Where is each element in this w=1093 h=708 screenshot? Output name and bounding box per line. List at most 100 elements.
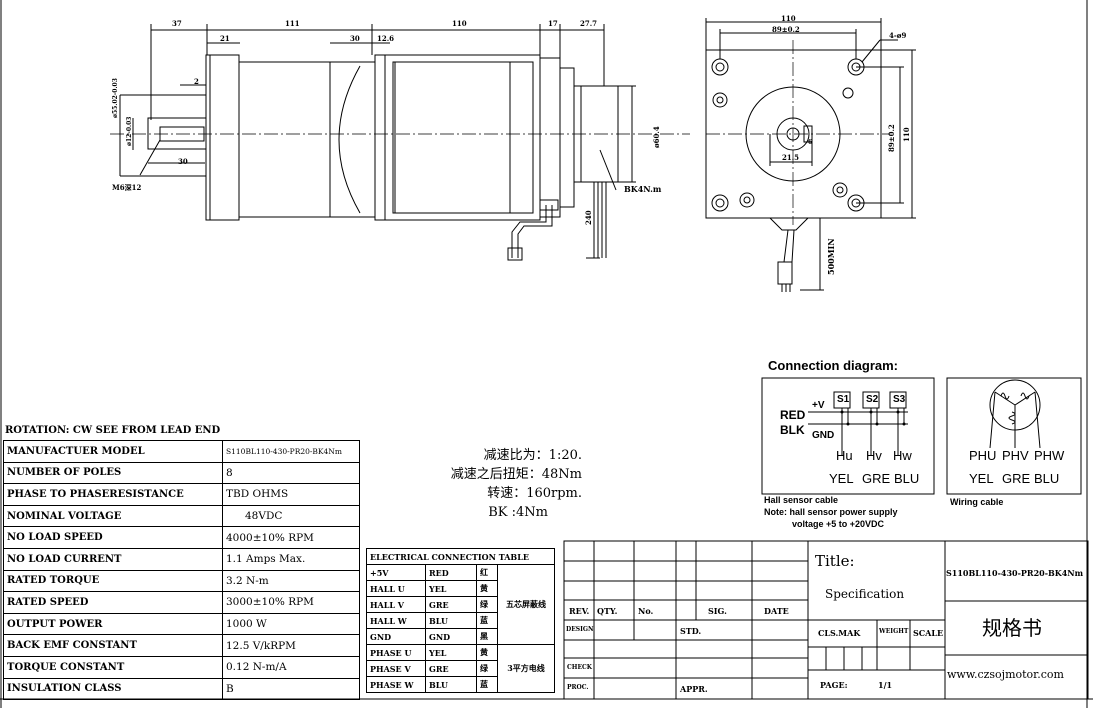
spec-value: 12.5 V/kRPM xyxy=(222,634,360,657)
label-phu: PHU xyxy=(969,448,997,463)
spec-value: 1000 W xyxy=(222,612,360,636)
ect-title: ELECTRICAL CONNECTION TABLE xyxy=(366,548,555,565)
tb-weight: WEIGHT xyxy=(879,628,909,635)
dim-end-89v: 89±0.2 xyxy=(887,124,896,152)
dim-21-5: 21.5 xyxy=(782,153,800,162)
sensor-s2: S2 xyxy=(866,394,879,405)
dim-27-7: 27.7 xyxy=(580,19,598,28)
label-blk: BLK xyxy=(780,423,805,437)
tb-proc: PROC. xyxy=(567,684,589,691)
dim-end-110: 110 xyxy=(781,14,796,23)
table-row: ELECTRICAL CONNECTION TABLE xyxy=(366,548,555,565)
ect-color: GRE xyxy=(425,596,477,613)
hall-blu: BLU xyxy=(894,471,920,486)
spec-value: 3000±10% RPM xyxy=(222,591,360,614)
speed-line: 转速：160rpm. xyxy=(487,486,582,501)
ect-signal: HALL V xyxy=(366,596,426,613)
ect-signal: PHASE V xyxy=(366,660,426,677)
dim-thread: M6深12 xyxy=(112,183,142,192)
label-gnd: GND xyxy=(812,430,835,441)
phase-gre: GRE xyxy=(1002,471,1031,486)
spec-value: 1.1 Amps Max. xyxy=(222,547,360,571)
ect-signal: GND xyxy=(366,628,426,645)
label-red: RED xyxy=(780,408,806,422)
note-line1: Note: hall sensor power supply xyxy=(764,507,898,517)
ect-color-cn: 黄 xyxy=(476,644,498,661)
spec-value: 4000±10% RPM xyxy=(222,526,360,549)
dim-30b: 30 xyxy=(178,157,188,166)
label-hw: Hw xyxy=(893,448,912,463)
tb-title-label: Title: xyxy=(815,552,855,570)
spec-key: NO LOAD CURRENT xyxy=(3,547,223,571)
ect-color: YEL xyxy=(425,644,477,661)
sensor-s1: S1 xyxy=(837,394,850,405)
dim-brake-dia: ø60.4 xyxy=(652,126,661,148)
spec-key: RATED SPEED xyxy=(3,591,223,614)
ect-signal: HALL W xyxy=(366,612,426,629)
spec-value: 48VDC xyxy=(222,504,360,528)
spec-key: RATED TORQUE xyxy=(3,569,223,593)
dim-end-89: 89±0.2 xyxy=(772,25,800,34)
spec-key: NUMBER OF POLES xyxy=(3,461,223,485)
tb-cn-title: 规格书 xyxy=(982,616,1042,640)
ect-signal: HALL U xyxy=(366,580,426,597)
ect-signal: PHASE W xyxy=(366,676,426,693)
dim-21: 21 xyxy=(220,34,230,43)
phase-blu: BLU xyxy=(1034,471,1060,486)
ect-color-cn: 蓝 xyxy=(476,612,498,629)
spec-key: TORQUE CONSTANT xyxy=(3,655,223,679)
ect-color-cn: 蓝 xyxy=(476,676,498,693)
hall-yel: YEL xyxy=(829,471,854,486)
tb-rev: REV. xyxy=(569,606,590,616)
spec-value: S110BL110-430-PR20-BK4Nm xyxy=(222,440,360,463)
label-plus-v: +V xyxy=(812,400,825,411)
spec-value: TBD OHMS xyxy=(222,483,360,506)
dim-shaft-dia2: ø12-0.03 xyxy=(126,116,133,146)
dim-30: 30 xyxy=(350,34,360,43)
dim-holes: 4-ø9 xyxy=(889,31,907,40)
spec-key: OUTPUT POWER xyxy=(3,612,223,636)
label-phw: PHW xyxy=(1034,448,1065,463)
ect-color: BLU xyxy=(425,676,477,693)
ect-color: GND xyxy=(425,628,477,645)
spec-key: PHASE TO PHASERESISTANCE xyxy=(3,483,223,506)
spec-key: BACK EMF CONSTANT xyxy=(3,634,223,657)
label-hv: Hv xyxy=(866,448,882,463)
note-line2: voltage +5 to +20VDC xyxy=(792,519,885,529)
ect-color-cn: 绿 xyxy=(476,596,498,613)
tb-check: CHECK xyxy=(567,664,593,671)
dim-12-6: 12.6 xyxy=(377,34,395,43)
brake-label: BK4N.m xyxy=(624,184,662,194)
spec-key: INSULATION CLASS xyxy=(3,677,223,701)
ratio-line: 减速比为：1:20. xyxy=(483,448,582,463)
ect-color: YEL xyxy=(425,580,477,597)
reduction-notes: 减速比为：1:20. 减速之后扭矩：48Nm 转速：160rpm. BK :4N… xyxy=(382,446,582,522)
tb-page-label: PAGE: xyxy=(820,680,848,690)
tb-design: DESIGN xyxy=(566,626,594,633)
dim-2: 2 xyxy=(194,77,199,86)
tb-date: DATE xyxy=(764,606,789,616)
spec-key: MANUFACTUER MODEL xyxy=(3,440,223,463)
dim-110: 110 xyxy=(452,19,467,28)
ect-signal: +5V xyxy=(366,564,426,581)
spec-value: 3.2 N-m xyxy=(222,569,360,593)
ect-group2: 3平方电线 xyxy=(497,644,555,693)
sensor-s3: S3 xyxy=(893,394,906,405)
spec-value: 8 xyxy=(222,461,360,485)
wiring-cable-label: Wiring cable xyxy=(950,497,1004,507)
